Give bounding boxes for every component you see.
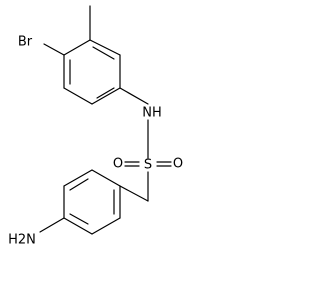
c-n-bond — [119, 87, 149, 105]
bond — [63, 39, 91, 56]
bond — [63, 169, 93, 187]
oxygen-right-atom-label: O — [173, 157, 183, 172]
bond — [91, 169, 121, 187]
double-bond-inner — [69, 213, 89, 225]
bond — [91, 87, 121, 105]
bond — [63, 217, 93, 235]
bond — [63, 87, 93, 105]
bond — [89, 39, 121, 56]
double-bond-inner — [69, 178, 89, 191]
double-bond-inner — [92, 46, 115, 60]
bonds — [39, 5, 172, 235]
bromine-atom-label: Br — [18, 35, 33, 50]
oxygen-left-atom-label: O — [113, 157, 123, 172]
ch2-ring-bond — [119, 185, 149, 202]
amino-atom-label: H2N — [8, 233, 36, 248]
atom-labels: Br NH S O O H2N — [8, 35, 183, 248]
double-bond-inner — [96, 87, 115, 99]
c-br-bond — [43, 43, 65, 56]
c-nh2-bond — [39, 217, 65, 233]
nitrogen-nh-atom-label: NH — [142, 106, 162, 121]
sulfur-atom-label: S — [144, 158, 152, 173]
bond — [91, 217, 121, 235]
chemical-structure-diagram: Br NH S O O H2N — [8, 5, 183, 248]
